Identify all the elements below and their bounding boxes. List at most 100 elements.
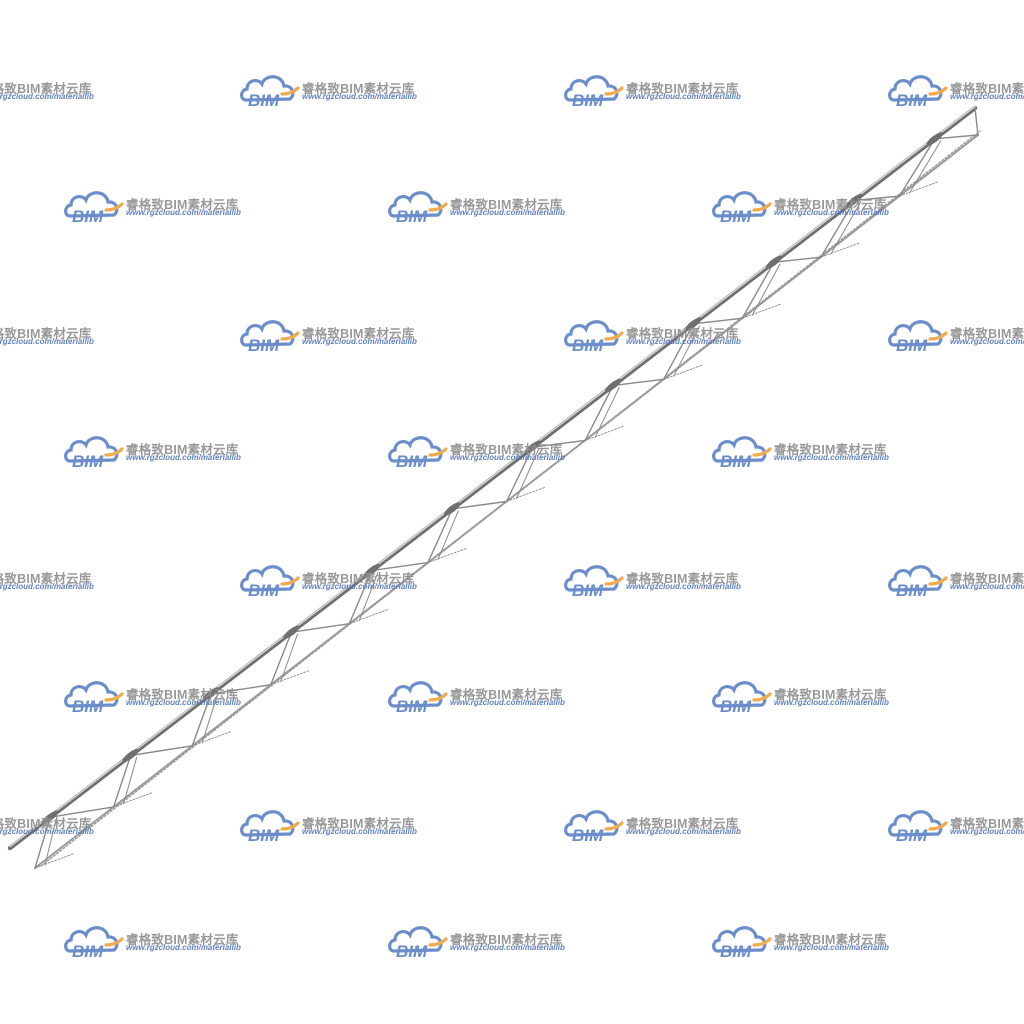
logo-text: BIM	[720, 207, 752, 226]
watermark-title: 睿格致BIM素材云库	[950, 817, 1024, 831]
watermark-title: 睿格致BIM素材云库	[450, 688, 563, 702]
watermark-url: www.rgzcloud.com/materiallib	[450, 208, 565, 217]
bim-cloud-logo-icon: BIM	[564, 565, 624, 600]
logo-text: BIM	[72, 942, 104, 961]
watermark: BIM 睿格致BIM素材云库 www.rgzcloud.com/material…	[0, 805, 105, 845]
web-diagonal	[584, 384, 614, 442]
watermark: BIM 睿格致BIM素材云库 www.rgzcloud.com/material…	[238, 560, 428, 600]
watermark-title: 睿格致BIM素材云库	[302, 82, 415, 96]
watermark-url: www.rgzcloud.com/materiallib	[126, 943, 241, 952]
watermark: BIM 睿格致BIM素材云库 www.rgzcloud.com/material…	[0, 70, 105, 110]
web-diagonal	[751, 263, 781, 316]
web-diagonal	[898, 138, 936, 197]
bim-cloud-logo-icon: BIM	[388, 191, 448, 226]
bim-cloud-logo-icon: BIM	[240, 75, 300, 110]
watermark-title: 睿格致BIM素材云库	[126, 688, 239, 702]
watermark-url: www.rgzcloud.com/materiallib	[950, 92, 1024, 101]
cross-tie	[113, 792, 153, 808]
logo-text: BIM	[396, 942, 428, 961]
watermark-url: www.rgzcloud.com/materiallib	[126, 698, 241, 707]
watermark-title: 睿格致BIM素材云库	[126, 443, 239, 457]
watermark-url: www.rgzcloud.com/materiallib	[302, 337, 417, 346]
watermark-url: www.rgzcloud.com/materiallib	[450, 943, 565, 952]
bim-cloud-logo-icon: BIM	[240, 565, 300, 600]
bim-cloud-logo-icon: BIM	[888, 810, 948, 845]
watermark-url: www.rgzcloud.com/materiallib	[0, 582, 94, 591]
web-diagonal	[908, 140, 942, 194]
watermark: BIM 睿格致BIM素材云库 www.rgzcloud.com/material…	[386, 431, 576, 471]
bim-cloud-logo-icon: BIM	[888, 320, 948, 355]
watermark-url: www.rgzcloud.com/materiallib	[626, 582, 741, 591]
chord-joint	[604, 378, 622, 393]
watermark-url: www.rgzcloud.com/materiallib	[302, 92, 417, 101]
web-diagonal	[741, 261, 775, 319]
watermark: BIM 睿格致BIM素材云库 www.rgzcloud.com/material…	[62, 921, 252, 961]
watermark-url: www.rgzcloud.com/materiallib	[950, 582, 1024, 591]
watermark-title: 睿格致BIM素材云库	[0, 817, 92, 831]
logo-text: BIM	[720, 942, 752, 961]
watermark: BIM 睿格致BIM素材云库 www.rgzcloud.com/material…	[0, 560, 105, 600]
end-post	[974, 107, 979, 136]
bim-cloud-logo-icon: BIM	[712, 191, 772, 226]
watermark: BIM 睿格致BIM素材云库 www.rgzcloud.com/material…	[886, 560, 1024, 600]
watermark-title: 睿格致BIM素材云库	[302, 327, 415, 341]
watermark-title: 睿格致BIM素材云库	[450, 443, 563, 457]
bim-cloud-logo-icon: BIM	[64, 191, 124, 226]
logo-text: BIM	[396, 452, 428, 471]
bim-cloud-logo-icon: BIM	[64, 436, 124, 471]
bim-cloud-logo-icon: BIM	[388, 926, 448, 961]
logo-text: BIM	[572, 826, 604, 845]
watermark: BIM 睿格致BIM素材云库 www.rgzcloud.com/material…	[710, 676, 900, 716]
watermark-title: 睿格致BIM素材云库	[126, 933, 239, 947]
bim-cloud-logo-icon: BIM	[388, 681, 448, 716]
logo-text: BIM	[72, 697, 104, 716]
watermark-title: 睿格致BIM素材云库	[302, 817, 415, 831]
web-diagonal	[437, 510, 459, 561]
logo-text: BIM	[572, 91, 604, 110]
watermark-url: www.rgzcloud.com/materiallib	[626, 337, 741, 346]
chord-joint	[765, 255, 783, 269]
web-diagonal	[594, 387, 620, 438]
watermark-url: www.rgzcloud.com/materiallib	[774, 943, 889, 952]
watermark-url: www.rgzcloud.com/materiallib	[450, 453, 565, 462]
logo-text: BIM	[572, 581, 604, 600]
watermark-title: 睿格致BIM素材云库	[950, 327, 1024, 341]
bim-cloud-logo-icon: BIM	[240, 810, 300, 845]
chord-joint	[444, 502, 461, 516]
watermark-title: 睿格致BIM素材云库	[626, 817, 739, 831]
watermark-title: 睿格致BIM素材云库	[774, 443, 887, 457]
watermark-title: 睿格致BIM素材云库	[126, 198, 239, 212]
cross-tie	[584, 425, 624, 441]
chord-joint	[926, 132, 943, 146]
logo-text: BIM	[896, 581, 928, 600]
web-diagonal	[612, 378, 665, 387]
web-diagonal	[427, 508, 453, 564]
cross-tie	[34, 853, 74, 869]
watermark: BIM 睿格致BIM素材云库 www.rgzcloud.com/material…	[710, 186, 900, 226]
chord-joint	[283, 625, 300, 639]
watermark-title: 睿格致BIM素材云库	[774, 933, 887, 947]
watermark-title: 睿格致BIM素材云库	[626, 82, 739, 96]
logo-text: BIM	[248, 581, 280, 600]
logo-text: BIM	[896, 91, 928, 110]
watermark-title: 睿格致BIM素材云库	[626, 572, 739, 586]
bim-cloud-logo-icon: BIM	[64, 681, 124, 716]
watermark: BIM 睿格致BIM素材云库 www.rgzcloud.com/material…	[62, 431, 252, 471]
watermark: BIM 睿格致BIM素材云库 www.rgzcloud.com/material…	[62, 676, 252, 716]
watermark-title: 睿格致BIM素材云库	[774, 198, 887, 212]
watermark-url: www.rgzcloud.com/materiallib	[126, 208, 241, 217]
watermark: BIM 睿格致BIM素材云库 www.rgzcloud.com/material…	[886, 805, 1024, 845]
bim-cloud-logo-icon: BIM	[564, 810, 624, 845]
cross-tie	[663, 364, 703, 380]
bim-cloud-logo-icon: BIM	[712, 926, 772, 961]
watermark-url: www.rgzcloud.com/materiallib	[950, 827, 1024, 836]
watermark-title: 睿格致BIM素材云库	[950, 572, 1024, 586]
watermark-url: www.rgzcloud.com/materiallib	[302, 827, 417, 836]
watermark: BIM 睿格致BIM素材云库 www.rgzcloud.com/material…	[238, 315, 428, 355]
bim-cloud-logo-icon: BIM	[564, 320, 624, 355]
watermark-url: www.rgzcloud.com/materiallib	[774, 453, 889, 462]
chord-joint	[122, 748, 139, 763]
logo-text: BIM	[720, 452, 752, 471]
watermark: BIM 睿格致BIM素材云库 www.rgzcloud.com/material…	[238, 70, 428, 110]
bim-cloud-logo-icon: BIM	[888, 565, 948, 600]
